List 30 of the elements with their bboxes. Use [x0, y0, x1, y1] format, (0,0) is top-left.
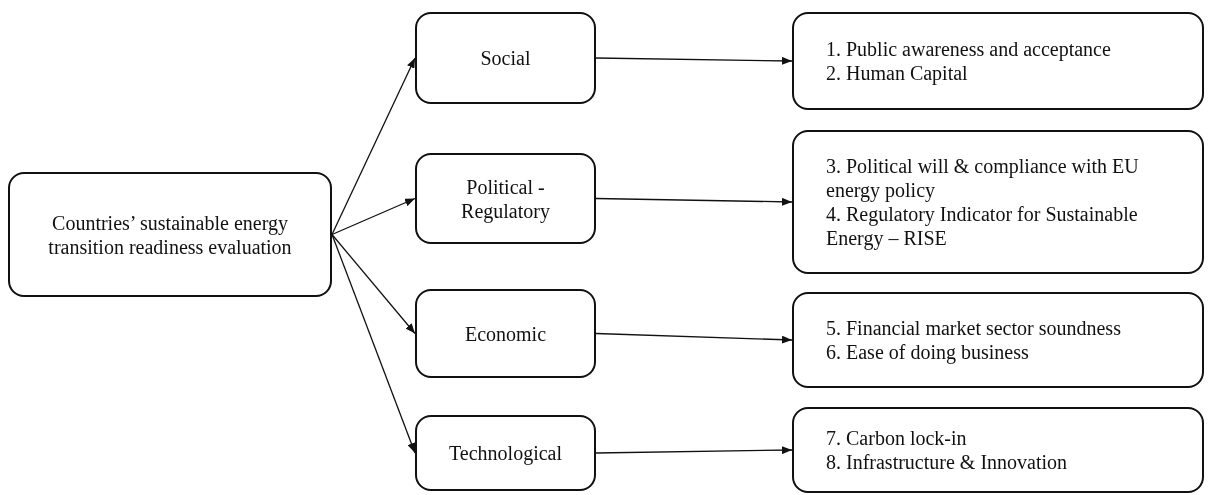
- box-text: 5. Financial market sector soundness: [826, 316, 1121, 340]
- box-text: 3. Political will & compliance with EU energy policy: [826, 154, 1140, 202]
- arrow: [331, 233, 416, 454]
- box-text: Economic: [464, 321, 547, 346]
- arrow: [595, 332, 793, 344]
- box-text: 1. Public awareness and acceptance: [826, 37, 1111, 61]
- box-text: Political - Regulatory: [460, 174, 551, 223]
- arrow: [331, 197, 416, 236]
- process-box: [415, 153, 596, 244]
- process-box: [8, 172, 332, 297]
- indicator-box: [792, 12, 1204, 110]
- box-text: Countries’ sustainable energy transition readiness evaluation: [47, 210, 293, 259]
- box-text: 2. Human Capital: [826, 61, 968, 85]
- arrow: [331, 233, 416, 335]
- arrow: [331, 57, 416, 236]
- box-text: 8. Infrastructure & Innovation: [826, 450, 1068, 474]
- box-text: 6. Ease of doing business: [826, 340, 1029, 364]
- box-text: 4. Regulatory Indicator for Sustainable Energy – RISE: [826, 202, 1139, 250]
- arrow: [595, 446, 793, 455]
- indicator-box: [792, 130, 1204, 274]
- indicator-box: [792, 407, 1204, 493]
- indicator-box: [792, 292, 1204, 388]
- box-text: Social: [480, 46, 531, 70]
- box-text: 7. Carbon lock-in: [826, 426, 967, 450]
- process-box: [415, 415, 596, 491]
- box-text: Technological: [449, 441, 562, 465]
- arrow: [595, 56, 793, 65]
- process-box: [415, 12, 596, 104]
- arrow: [595, 197, 793, 206]
- process-box: [415, 289, 596, 378]
